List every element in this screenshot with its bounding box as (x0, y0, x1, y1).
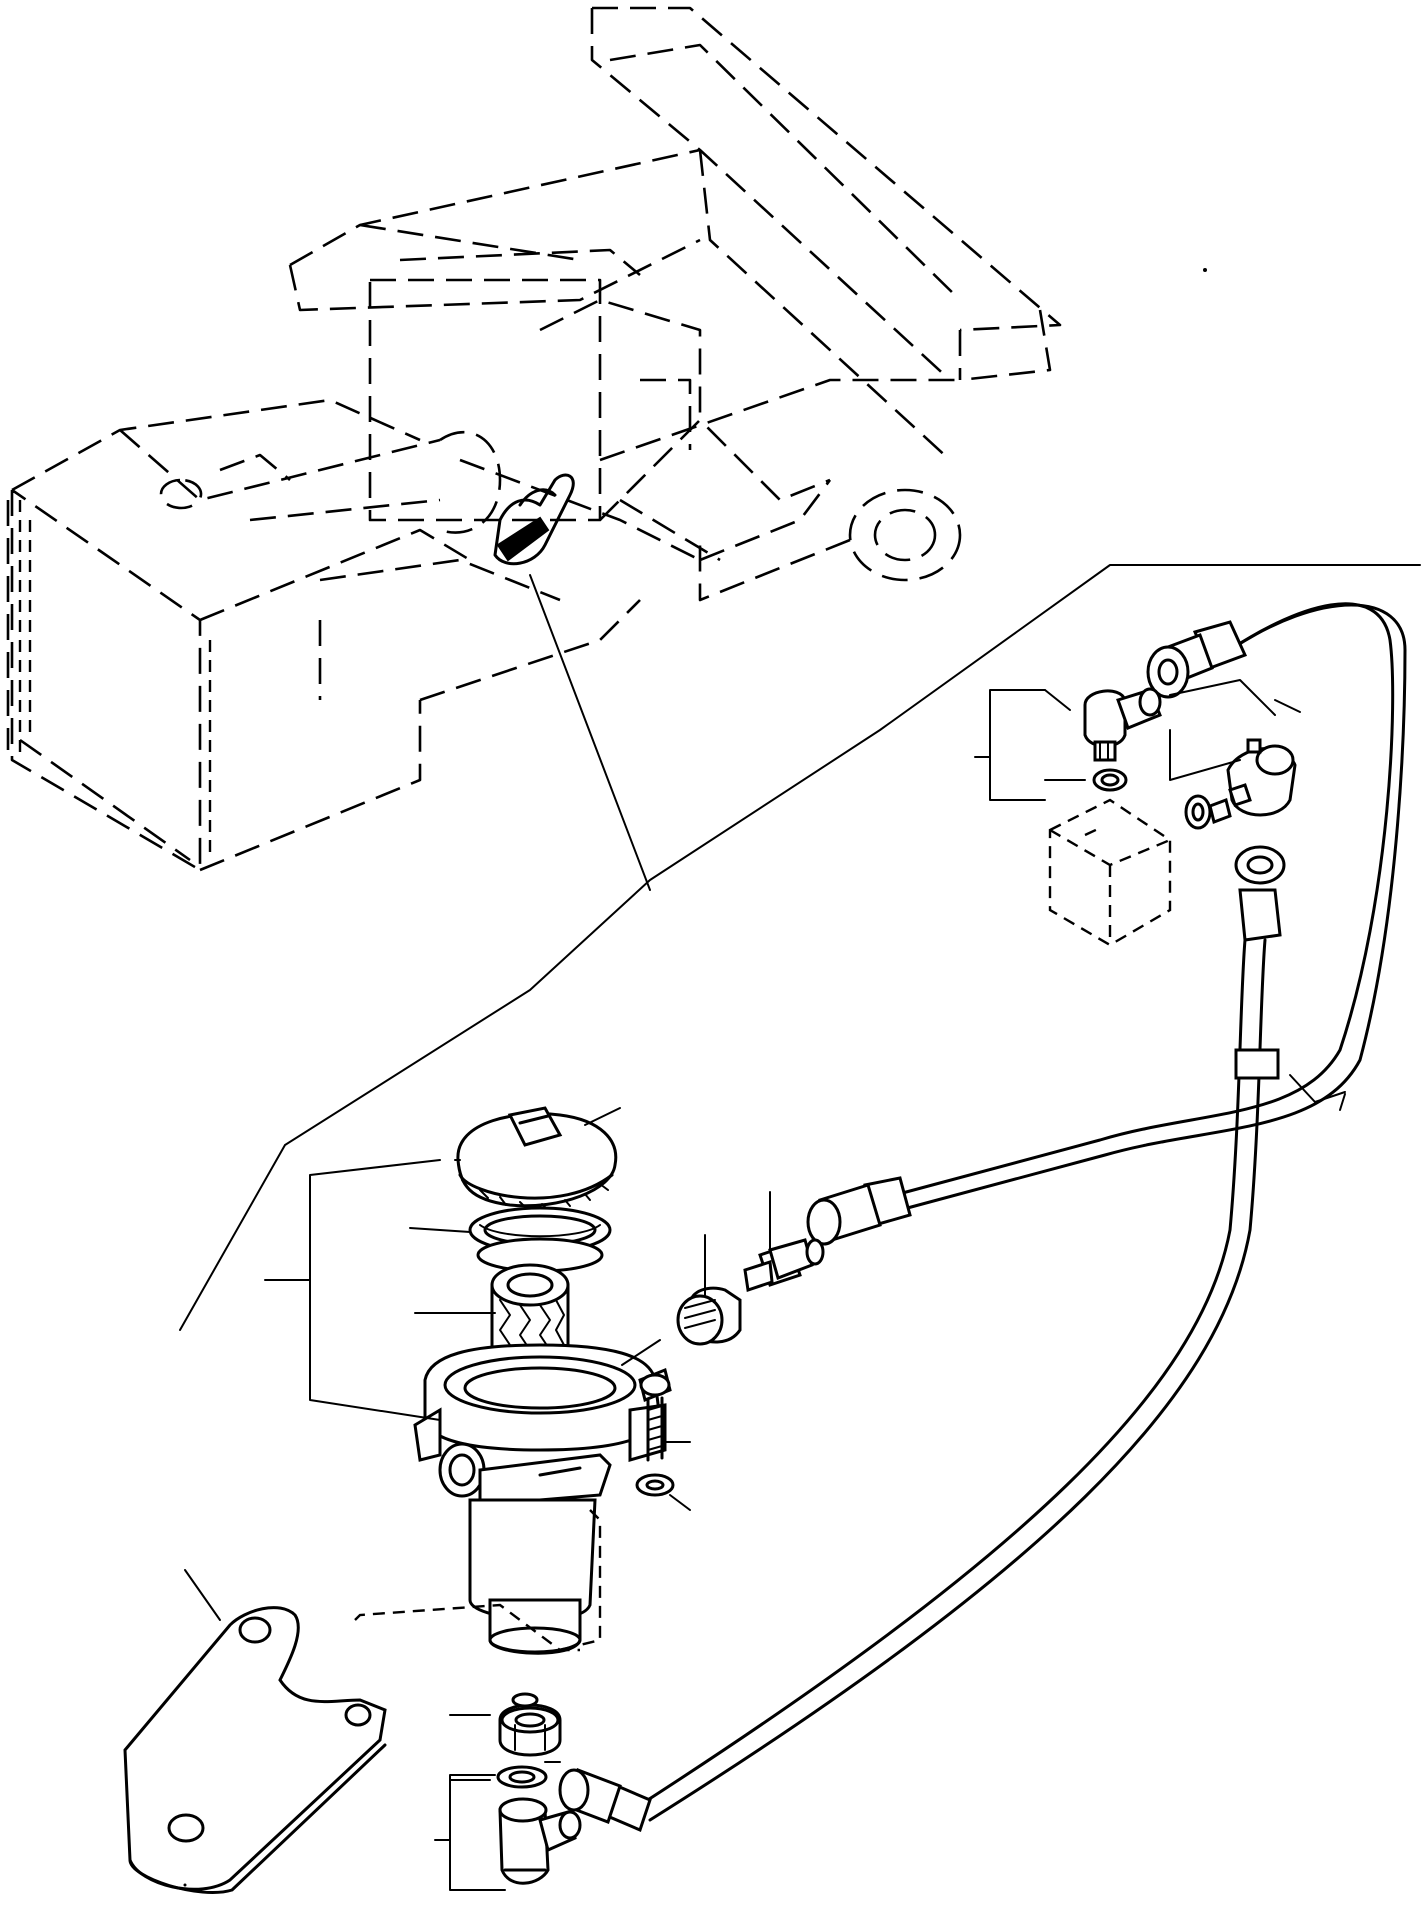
hose-end-lower (558, 1768, 652, 1833)
adapter (743, 1238, 825, 1292)
location-leader (529, 574, 651, 891)
lower-nut (498, 1692, 562, 1757)
leader-lines (184, 699, 1346, 1891)
upper-group-bracket (974, 679, 1276, 801)
upper-washer (1092, 768, 1128, 792)
bolt (638, 1367, 672, 1462)
callout-frame (179, 564, 1421, 1331)
lower-elbow-fitting (498, 1797, 582, 1885)
second-washer (1184, 794, 1232, 830)
lower-washer (496, 1765, 548, 1789)
mounting-bracket (123, 1606, 387, 1894)
filler-cap (456, 1106, 618, 1211)
valve-block (1048, 798, 1172, 947)
cylinder-location-highlight (493, 473, 575, 566)
hose-end-upper (1146, 620, 1248, 699)
lock-washer (635, 1473, 675, 1497)
hydraulic-hose-loop (638, 602, 1407, 1822)
speck-2 (183, 1883, 187, 1887)
machine-frame (6, 6, 1062, 872)
bracket-link (354, 1603, 580, 1652)
cylinder-body (413, 1343, 667, 1655)
hose-end-right (1234, 845, 1286, 942)
upper-elbow-fitting (1083, 687, 1162, 762)
speck-1 (1203, 268, 1207, 272)
hose-end-mid (806, 1176, 912, 1246)
second-elbow-fitting (1226, 738, 1297, 817)
strainer-ring (468, 1206, 612, 1273)
plug (676, 1286, 742, 1346)
